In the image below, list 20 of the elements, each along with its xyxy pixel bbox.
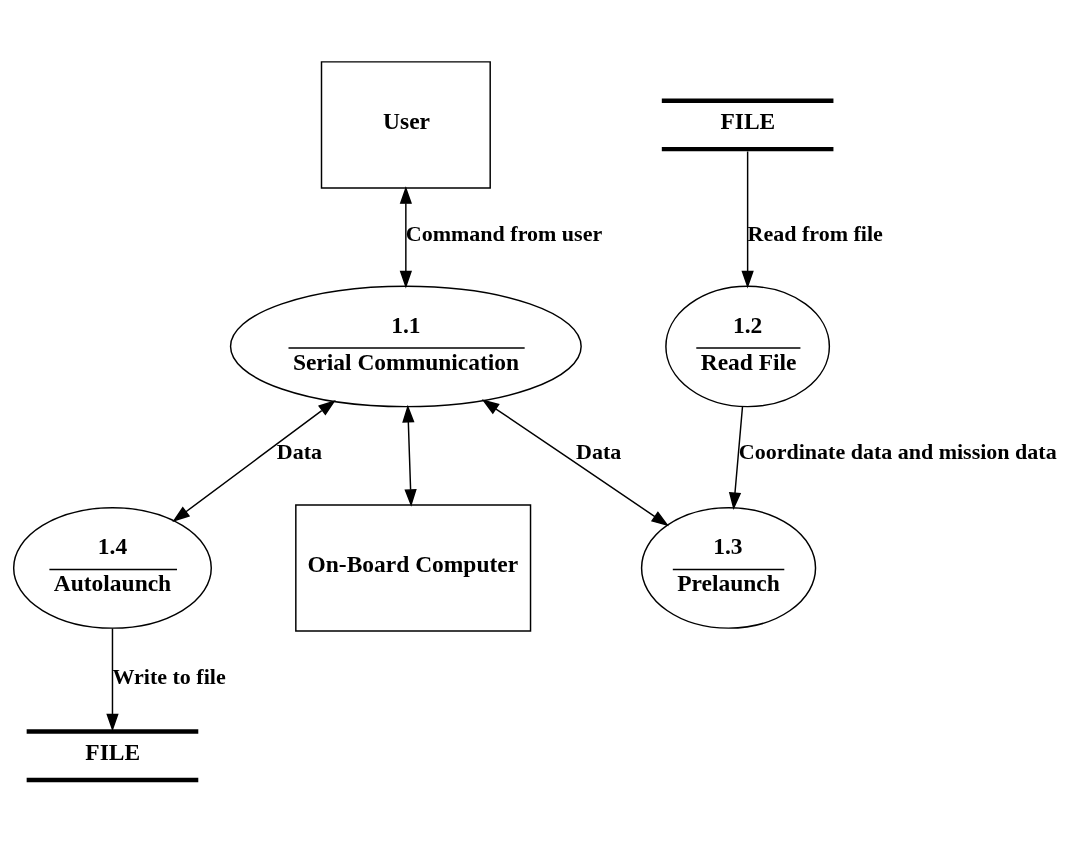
arrow xyxy=(402,404,417,507)
arrow xyxy=(481,398,669,526)
node-box: On-Board Computer xyxy=(295,503,532,632)
edge-label: Data xyxy=(276,438,322,464)
node-text: FILE xyxy=(85,738,141,765)
arrow xyxy=(399,185,412,288)
node-ellipse: 1.3 Prelaunch xyxy=(640,506,817,629)
node-ellipse: 1.2 Read File xyxy=(665,285,831,407)
edge-label: Read from file xyxy=(747,220,883,246)
arrow xyxy=(741,150,754,288)
edge-label: Command from user xyxy=(405,220,603,246)
node-text: FILE xyxy=(720,107,776,134)
arrow xyxy=(106,627,119,731)
arrow xyxy=(172,399,336,522)
edge-label: Coordinate data and mission data xyxy=(738,438,1057,464)
edge-label: Data xyxy=(576,438,622,464)
edge-label: Write to file xyxy=(112,663,226,689)
node-ellipse: 1.1 Serial Communication xyxy=(229,285,582,407)
node-box: User xyxy=(320,60,491,189)
arrow xyxy=(728,405,744,510)
